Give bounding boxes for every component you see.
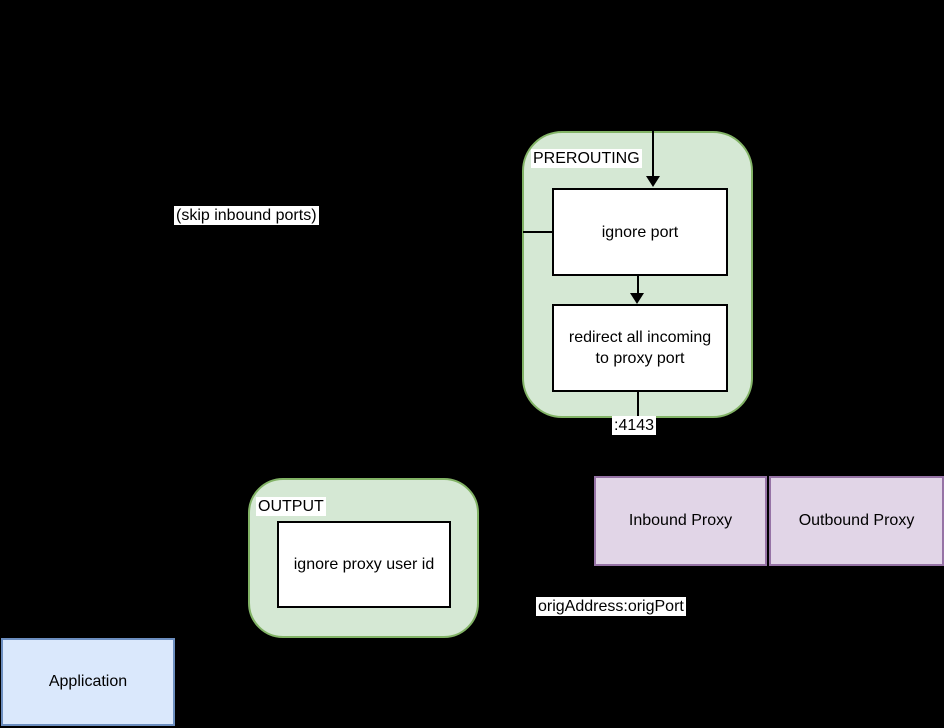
arrowhead-into-ignore-port (646, 176, 660, 187)
output-group-title: OUTPUT (256, 497, 326, 516)
connector-skip-inbound-line (523, 231, 552, 233)
arrowhead-into-inbound-proxy (634, 470, 644, 479)
node-redirect-all-incoming: redirect all incoming to proxy port (552, 304, 728, 392)
prerouting-group-title: PREROUTING (531, 149, 642, 168)
node-ignore-port: ignore port (552, 188, 728, 276)
connector-ignore-to-redirect-line (637, 276, 639, 293)
node-ignore-port-label: ignore port (601, 223, 679, 241)
connector-to-proxy-line (637, 392, 639, 418)
outbound-proxy-label: Outbound Proxy (798, 512, 915, 529)
application-label: Application (48, 673, 128, 690)
node-outbound-proxy: Outbound Proxy (769, 476, 944, 566)
inbound-proxy-label: Inbound Proxy (628, 512, 733, 529)
node-ignore-proxy-user-id-label: ignore proxy user id (293, 556, 435, 573)
orig-address-port-label: origAddress:origPort (536, 597, 686, 616)
connector-incoming-line (652, 131, 654, 176)
arrowhead-into-redirect (630, 293, 644, 304)
node-application: Application (1, 638, 175, 726)
skip-inbound-ports-label: (skip inbound ports) (174, 206, 319, 225)
node-redirect-line1: redirect all incoming (568, 329, 712, 346)
proxy-port-label: :4143 (612, 416, 657, 435)
node-inbound-proxy: Inbound Proxy (594, 476, 767, 566)
node-redirect-line2: to proxy port (595, 350, 685, 367)
node-ignore-proxy-user-id: ignore proxy user id (277, 521, 451, 608)
